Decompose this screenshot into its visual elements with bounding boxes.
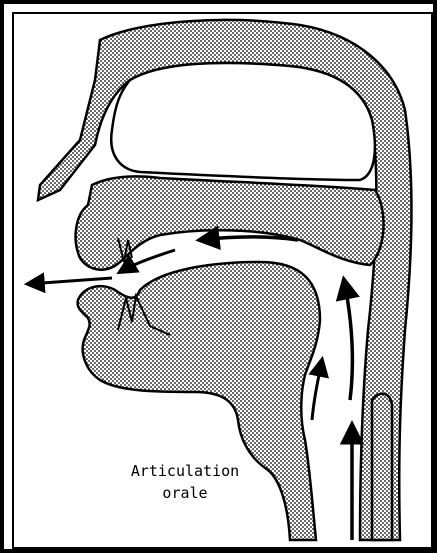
arrow-icon xyxy=(344,280,352,400)
arrow-icon xyxy=(200,237,298,240)
arrow-icon xyxy=(312,360,322,420)
arrow-icon xyxy=(28,278,112,284)
caption-line-2: orale xyxy=(110,482,260,504)
pharynx-wall xyxy=(372,394,392,540)
diagram-caption: Articulation orale xyxy=(110,460,260,504)
nasal-cavity xyxy=(111,63,375,180)
caption-line-1: Articulation xyxy=(110,460,260,482)
